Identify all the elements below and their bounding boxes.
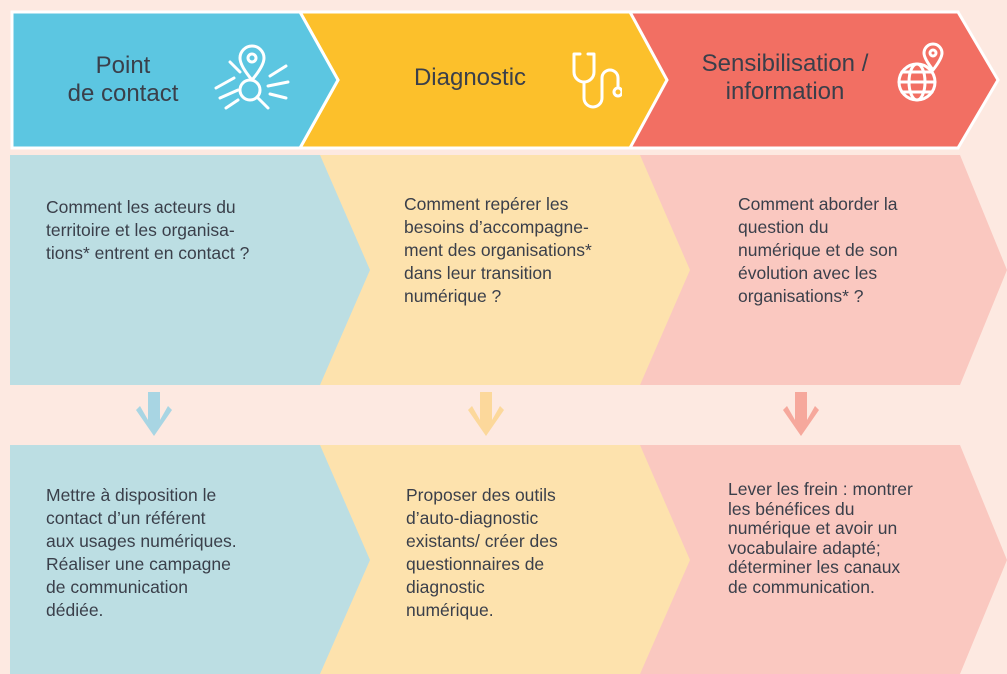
down-arrow-icon-1 — [136, 392, 172, 436]
text-line: déterminer les canaux — [728, 557, 901, 577]
action-text-sensibilisation: Lever les frein : montrer les bénéfices … — [728, 479, 978, 597]
text-line: Comment les acteurs du — [46, 197, 236, 217]
action-panel-sensibilisation — [640, 445, 1007, 674]
text-line: aux usages numériques. — [46, 531, 237, 551]
globe-pin-icon — [897, 42, 944, 102]
text-line: numérique et de son — [738, 240, 898, 260]
text-line: contact d’un référent — [46, 508, 206, 528]
text-line: Proposer des outils — [406, 485, 556, 505]
header-title-sensibilisation: Sensibilisation / information — [680, 50, 890, 106]
question-panel-sensibilisation — [640, 155, 1007, 385]
text-line: vocabulaire adapté; — [728, 537, 881, 558]
header-title-line: Point — [95, 52, 151, 79]
header-title-line: de contact — [67, 80, 179, 107]
text-line: existants/ créer des — [406, 531, 558, 551]
header-title-diagnostic: Diagnostic — [395, 64, 545, 92]
question-text-sensibilisation: Comment aborder la question du numérique… — [738, 193, 968, 308]
map-pin-search-icon — [214, 44, 290, 110]
down-arrow-icon-3 — [783, 392, 819, 436]
text-line: Comment repérer les — [404, 194, 569, 214]
question-text-diagnostic: Comment repérer les besoins d’accompagne… — [404, 193, 654, 308]
stethoscope-icon — [572, 52, 622, 109]
header-title-line: Sensibilisation / — [701, 50, 869, 77]
text-line: question du — [738, 217, 829, 237]
action-panel-point-de-contact — [10, 445, 370, 674]
question-panel-point-de-contact — [10, 155, 370, 385]
text-line: tions* entrent en contact ? — [46, 243, 250, 263]
header-title-point-de-contact: Point de contact — [58, 52, 188, 108]
question-text-point-de-contact: Comment les acteurs du territoire et les… — [46, 196, 306, 265]
header-title-line: Diagnostic — [413, 64, 527, 91]
text-line: de communication. — [728, 576, 875, 597]
text-line: de communication — [46, 577, 189, 597]
action-panel-diagnostic — [315, 445, 695, 674]
text-line: diagnostic — [406, 577, 485, 597]
down-arrow-icon-2 — [468, 392, 504, 436]
action-text-point-de-contact: Mettre à disposition le contact d’un réf… — [46, 484, 296, 622]
question-panel-diagnostic — [315, 155, 695, 385]
text-line: d’auto-diagnostic — [406, 508, 539, 528]
text-line: Comment aborder la — [738, 194, 898, 214]
header-title-line: information — [725, 78, 845, 105]
text-line: questionnaires de — [406, 554, 545, 574]
text-line: organisations* ? — [738, 286, 864, 306]
text-line: les bénéfices du — [728, 498, 855, 519]
action-text-diagnostic: Proposer des outils d’auto-diagnostic ex… — [406, 484, 646, 622]
text-line: territoire et les organisa- — [46, 220, 235, 240]
text-line: numérique et avoir un — [728, 518, 898, 538]
text-line: dans leur transition — [404, 263, 552, 283]
text-line: Lever les frein : montrer — [728, 479, 913, 499]
text-line: numérique ? — [404, 286, 502, 306]
text-line: Réaliser une campagne — [46, 554, 231, 574]
text-line: dédiée. — [46, 600, 104, 620]
text-line: besoins d’accompagne- — [404, 217, 589, 237]
text-line: ment des organisations* — [404, 240, 592, 260]
text-line: évolution avec les — [738, 263, 878, 283]
text-line: numérique. — [406, 600, 494, 620]
text-line: Mettre à disposition le — [46, 485, 217, 505]
